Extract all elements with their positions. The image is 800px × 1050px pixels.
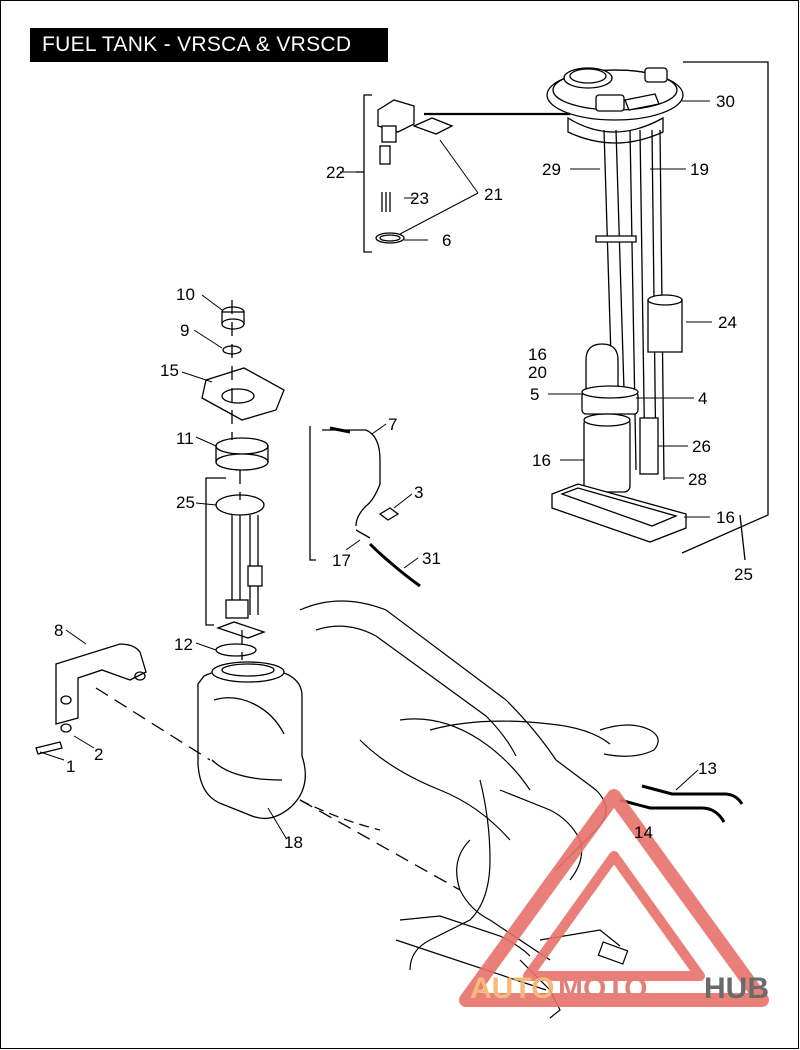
- fuel-tank-shell: [197, 661, 306, 820]
- callout-26: 26: [692, 437, 711, 456]
- tank-mount-bracket: [35, 643, 147, 755]
- vent-hose-group: [309, 426, 421, 588]
- callout-16-lower: 16: [716, 508, 735, 527]
- callout-labels: 30 29 19 22 23 21 6 24 16 20 5 4 26 16 2…: [54, 92, 753, 852]
- callout-2: 2: [94, 745, 103, 764]
- watermark-triangle-outer: [459, 789, 769, 1007]
- callout-23: 23: [410, 189, 429, 208]
- assembly-guide-lines: [95, 300, 461, 891]
- callout-6: 6: [442, 231, 451, 250]
- fuel-pump-assembly-detail: [546, 61, 769, 561]
- callout-29: 29: [542, 160, 561, 179]
- callout-14: 14: [634, 823, 653, 842]
- callout-22: 22: [326, 163, 345, 182]
- callout-24: 24: [718, 313, 737, 332]
- watermark-triangle-inner: [523, 851, 705, 981]
- motorcycle-frame: [299, 600, 659, 1019]
- callout-16-mid: 16: [532, 451, 551, 470]
- callout-13: 13: [698, 759, 717, 778]
- callout-25-stack: 25: [176, 493, 195, 512]
- tank-top-parts-stack: [201, 306, 285, 657]
- sender-connector-group: [356, 94, 570, 253]
- callout-25-detail: 25: [734, 565, 753, 584]
- callout-17: 17: [332, 551, 351, 570]
- callout-7: 7: [388, 415, 397, 434]
- crossover-hoses: [619, 784, 744, 823]
- watermark-moto: MOTO: [558, 972, 647, 1005]
- callout-3: 3: [414, 483, 423, 502]
- callout-4: 4: [698, 389, 707, 408]
- callout-19: 19: [690, 160, 709, 179]
- callout-16-upper: 16: [528, 345, 547, 364]
- callout-11: 11: [176, 429, 194, 448]
- callout-20: 20: [528, 363, 547, 382]
- callout-28: 28: [688, 470, 707, 489]
- callout-1: 1: [66, 757, 75, 776]
- watermark-auto: AUTO: [470, 972, 554, 1005]
- callout-10: 10: [176, 285, 195, 304]
- callout-30: 30: [716, 92, 735, 111]
- callout-8: 8: [54, 621, 63, 640]
- callout-18: 18: [284, 833, 303, 852]
- callout-15: 15: [160, 361, 179, 380]
- callout-9: 9: [180, 321, 189, 340]
- automotohub-watermark: AUTO MOTO HUB: [459, 789, 769, 1007]
- callout-31: 31: [422, 549, 441, 568]
- diagram-title: FUEL TANK - VRSCA & VRSCD: [30, 28, 388, 62]
- callout-21: 21: [484, 185, 503, 204]
- callout-12: 12: [174, 635, 193, 654]
- callout-5: 5: [530, 385, 539, 404]
- callout-leaders: [39, 100, 712, 839]
- watermark-hub: HUB: [704, 972, 769, 1005]
